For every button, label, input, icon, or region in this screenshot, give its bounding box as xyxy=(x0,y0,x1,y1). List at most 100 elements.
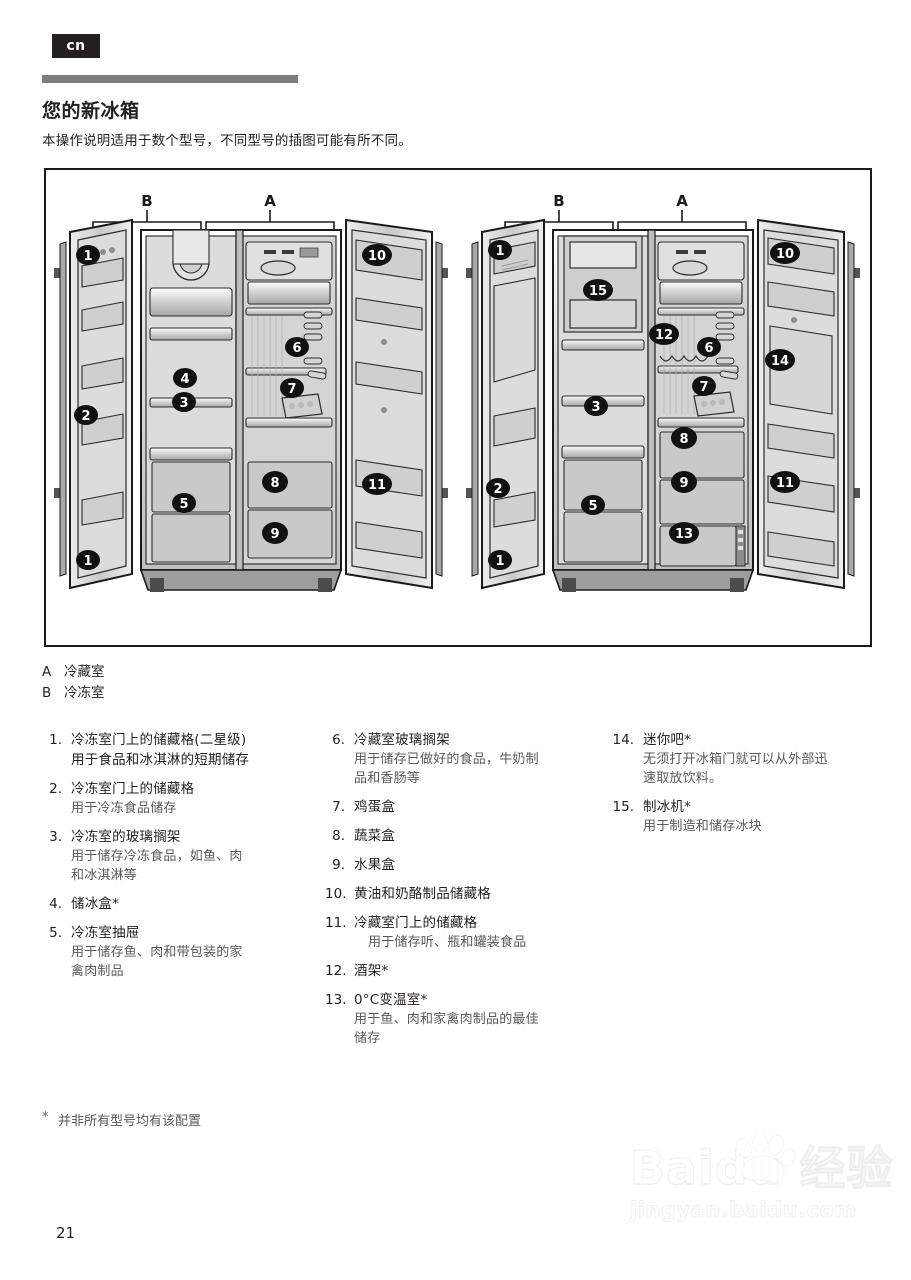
refrigerator-diagram-left: B A xyxy=(46,170,458,641)
parts-item-body: 制冰机*用于制造和储存冰块 xyxy=(643,797,762,836)
parts-item-title: 0°C变温室* xyxy=(354,992,428,1008)
parts-item-number: 13 xyxy=(325,990,345,1048)
parts-list-item: 2冷冻室门上的储藏格用于冷冻食品储存 xyxy=(42,779,332,818)
svg-text:7: 7 xyxy=(287,382,296,397)
footnote-marker: * xyxy=(42,1110,49,1125)
bracket-label-a: A xyxy=(676,192,688,210)
svg-text:6: 6 xyxy=(292,341,301,356)
parts-item-desc: 用于储存鱼、肉和带包装的家 xyxy=(71,945,243,960)
parts-item-title: 迷你吧* xyxy=(643,732,692,748)
parts-item-body: 冷藏室门上的储藏格用于储存听、瓶和罐装食品 xyxy=(354,913,526,952)
legend-row-a: A 冷藏室 xyxy=(42,662,105,683)
parts-item-number: 6 xyxy=(325,730,345,788)
parts-list-item: 8蔬菜盒 xyxy=(325,826,615,846)
parts-item-desc: 用于鱼、肉和家禽肉制品的最佳 xyxy=(354,1012,539,1027)
svg-text:9: 9 xyxy=(679,476,688,491)
svg-text:13: 13 xyxy=(675,527,693,542)
svg-text:7: 7 xyxy=(699,380,708,395)
svg-text:10: 10 xyxy=(368,249,386,264)
legend-value-b: 冷冻室 xyxy=(64,685,105,701)
parts-item-number: 12 xyxy=(325,961,345,981)
svg-text:15: 15 xyxy=(589,284,607,299)
svg-text:12: 12 xyxy=(655,328,673,343)
svg-text:14: 14 xyxy=(771,354,789,369)
parts-list-item: 4储冰盒* xyxy=(42,894,332,914)
fridge-door-open xyxy=(345,218,448,590)
parts-item-title: 酒架* xyxy=(354,963,389,979)
parts-item-desc: 用于储存已做好的食品，牛奶制 xyxy=(354,752,539,767)
parts-item-title: 水果盒 xyxy=(354,857,396,873)
parts-item-number: 1 xyxy=(42,730,62,770)
watermark-sub: jingyan.baidu.com xyxy=(630,1198,857,1223)
bracket-label-b: B xyxy=(553,192,564,210)
parts-item-number: 2 xyxy=(42,779,62,818)
svg-text:2: 2 xyxy=(81,409,90,424)
paw-icon xyxy=(736,1134,796,1183)
footnote-text: 并非所有型号均有该配置 xyxy=(58,1114,202,1129)
svg-text:1: 1 xyxy=(495,554,504,569)
parts-item-body: 冷冻室抽屉用于储存鱼、肉和带包装的家禽肉制品 xyxy=(71,923,243,981)
parts-item-body: 冷冻室门上的储藏格(二星级) 用于食品和冰淇淋的短期储存 xyxy=(71,730,249,770)
callout-bubbles: 1 1 2 3 5 6 7 8 9 10 11 12 13 14 15 xyxy=(486,240,800,570)
parts-list-item: 7 鸡蛋盒 xyxy=(325,797,615,817)
parts-item-body: 储冰盒* xyxy=(71,894,119,914)
bracket-label-a: A xyxy=(264,192,276,210)
freezer-door-open xyxy=(54,218,133,590)
parts-item-title: 冷冻室的玻璃搁架 xyxy=(71,829,181,845)
parts-item-number: 7 xyxy=(325,797,345,817)
parts-item-number: 9 xyxy=(325,855,345,875)
svg-text:5: 5 xyxy=(588,499,597,514)
svg-text:9: 9 xyxy=(270,527,279,542)
page-subtitle: 本操作说明适用于数个型号，不同型号的插图可能有所不同。 xyxy=(42,133,412,149)
parts-list-item: 9 水果盒 xyxy=(325,855,615,875)
parts-item-desc: 禽肉制品 xyxy=(71,964,124,979)
parts-item-body: 0°C变温室* 用于鱼、肉和家禽肉制品的最佳储存 xyxy=(354,990,539,1048)
bracket-group xyxy=(92,210,335,230)
parts-item-body: 黄油和奶酪制品储藏格 xyxy=(354,884,491,904)
parts-column-2: 6冷藏室玻璃搁架用于储存已做好的食品，牛奶制品和香肠等7鸡蛋盒8蔬菜盒9水果盒1… xyxy=(325,730,615,1057)
parts-item-desc: 储存 xyxy=(354,1031,381,1046)
parts-item-title: 冷冻室门上的储藏格 xyxy=(71,781,195,797)
parts-item-title: 冷藏室玻璃搁架 xyxy=(354,732,450,748)
parts-item-body: 冷藏室玻璃搁架用于储存已做好的食品，牛奶制品和香肠等 xyxy=(354,730,539,788)
parts-item-title: 黄油和奶酪制品储藏格 xyxy=(354,886,491,902)
parts-item-desc: 用于冷冻食品储存 xyxy=(71,801,177,816)
svg-text:3: 3 xyxy=(179,396,188,411)
parts-item-number: 15 xyxy=(608,797,634,836)
callout-bubbles: 1 1 2 3 4 5 6 7 8 9 10 11 xyxy=(74,244,392,570)
parts-item-body: 蔬菜盒 xyxy=(354,826,395,846)
parts-item-desc: 用于食品和冰淇淋的短期储存 xyxy=(71,752,250,768)
parts-list-item: 11冷藏室门上的储藏格用于储存听、瓶和罐装食品 xyxy=(325,913,615,952)
parts-item-title: 冷冻室门上的储藏格(二星级) xyxy=(71,732,247,748)
parts-item-title: 冷藏室门上的储藏格 xyxy=(354,915,478,931)
parts-item-body: 冷冻室门上的储藏格用于冷冻食品储存 xyxy=(71,779,194,818)
parts-item-title: 蔬菜盒 xyxy=(354,828,396,844)
svg-text:4: 4 xyxy=(180,372,189,387)
language-tag: cn xyxy=(52,34,100,58)
page-title: 您的新冰箱 xyxy=(42,100,140,122)
parts-list-item: 15制冰机*用于制造和储存冰块 xyxy=(608,797,888,836)
parts-item-desc: 速取放饮料。 xyxy=(643,771,723,786)
svg-text:6: 6 xyxy=(704,341,713,356)
legend-key-a: A xyxy=(42,664,52,680)
legend-ab: A 冷藏室 B 冷冻室 xyxy=(42,662,105,704)
parts-item-number: 10 xyxy=(325,884,345,904)
svg-text:1: 1 xyxy=(83,249,92,264)
parts-item-number: 3 xyxy=(42,827,62,885)
svg-text:11: 11 xyxy=(776,476,794,491)
parts-item-number: 5 xyxy=(42,923,62,981)
parts-item-title: 冷冻室抽屉 xyxy=(71,925,140,941)
svg-text:1: 1 xyxy=(83,554,92,569)
parts-item-body: 鸡蛋盒 xyxy=(354,797,395,817)
parts-item-title: 储冰盒* xyxy=(71,896,120,912)
fridge-door-open xyxy=(757,218,860,590)
parts-item-desc: 品和香肠等 xyxy=(354,771,421,786)
footnote: * 并非所有型号均有该配置 xyxy=(42,1110,201,1129)
parts-item-number: 11 xyxy=(325,913,345,952)
